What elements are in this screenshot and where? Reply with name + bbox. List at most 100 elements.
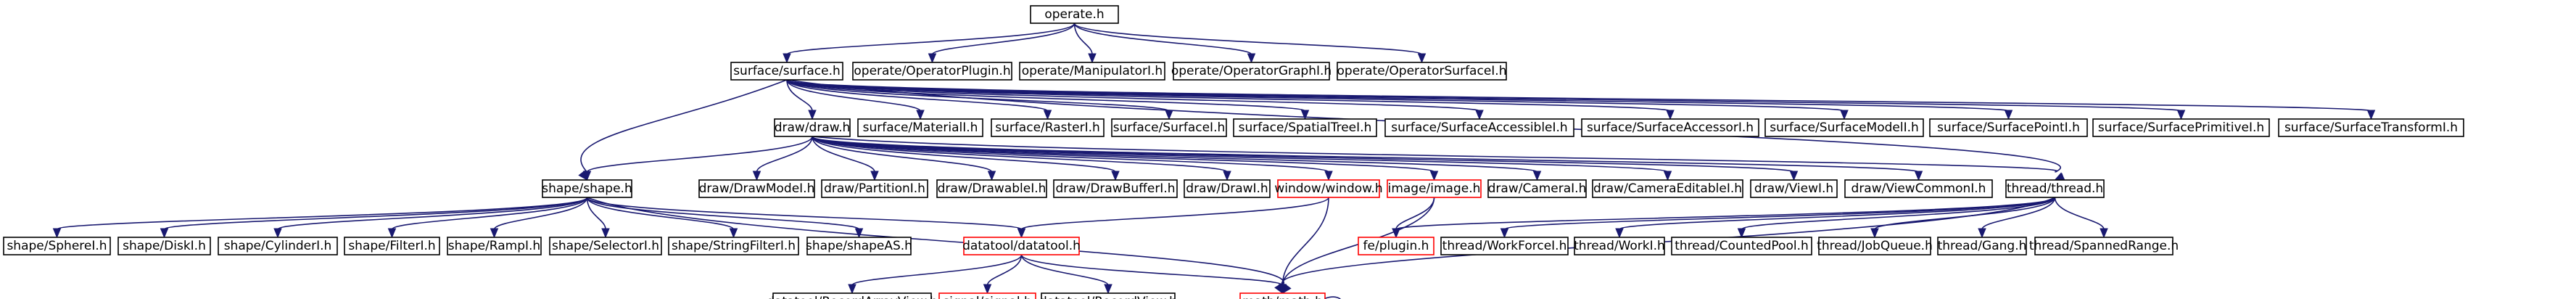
edge-line [1020, 254, 1109, 286]
edge-surface-to-ssmodel [786, 79, 1849, 120]
node-drav[interactable]: datatool/RecordArrayView.h [767, 292, 938, 299]
node-label: draw/DrawBufferI.h [1055, 181, 1175, 196]
node-box [1844, 179, 1993, 198]
edge-shape-to-selector [586, 197, 610, 239]
node-dvcommon[interactable]: draw/ViewCommonI.h [1844, 179, 1993, 198]
node-ssacc[interactable]: surface/SurfaceAccessibleI.h [1384, 118, 1574, 137]
edge-surface-to-sspat [786, 79, 1310, 120]
node-dpart[interactable]: draw/PartitionI.h [821, 179, 928, 198]
edge-arrowhead [1165, 110, 1173, 120]
edge-shape-to-shapeas [586, 197, 864, 239]
node-dview[interactable]: draw/ViewI.h [1750, 179, 1838, 198]
edges-layer [52, 22, 2376, 299]
node-operate[interactable]: operate.h [1030, 5, 1119, 24]
node-opplugin[interactable]: operate/OperatorPlugin.h [852, 62, 1012, 81]
node-shapeas[interactable]: shape/shapeAS.h [806, 237, 912, 255]
edge-operate-to-opplugin [928, 22, 1076, 64]
node-twork[interactable]: thread/WorkForceI.h [1440, 237, 1569, 255]
node-sspoint[interactable]: surface/SurfacePointI.h [1929, 118, 2088, 137]
node-ssprim[interactable]: surface/SurfacePrimitiveI.h [2092, 118, 2270, 137]
node-sphere[interactable]: shape/SphereI.h [3, 237, 111, 255]
node-strfilt[interactable]: shape/StringFilterI.h [668, 237, 799, 255]
node-ssaccs[interactable]: surface/SurfaceAccessorI.h [1581, 118, 1759, 137]
edge-shape-to-datatool [586, 197, 1026, 239]
edge-line [812, 136, 2058, 173]
edge-datatool-to-drav [848, 254, 1023, 295]
node-selector[interactable]: shape/SelectorI.h [549, 237, 662, 255]
edge-shape-to-sphere [52, 197, 588, 239]
node-opsurf[interactable]: operate/OperatorSurfaceI.h [1337, 62, 1507, 81]
edge-arrowhead [2176, 110, 2186, 120]
edge-line [812, 136, 1435, 173]
node-box [991, 118, 1105, 137]
node-box [1487, 179, 1587, 198]
edge-operate-to-surface [783, 22, 1076, 64]
node-signal[interactable]: signal/signal.h [938, 292, 1036, 299]
node-tgang[interactable]: thread/Gang.h [1937, 237, 2027, 255]
node-box [2034, 237, 2174, 255]
edge-draw-to-dcam [812, 136, 1542, 181]
node-drv[interactable]: datatool/RecordView.h [1039, 292, 1177, 299]
node-dbuf[interactable]: draw/DrawBufferI.h [1053, 179, 1178, 198]
node-tcount[interactable]: thread/CountedPool.h [1671, 237, 1812, 255]
node-box [542, 179, 632, 198]
edge-line [391, 197, 588, 230]
node-ssmodel[interactable]: surface/SurfaceModelI.h [1764, 118, 1924, 137]
node-label: math/math.h [1242, 295, 1323, 299]
edge-line [812, 136, 1228, 173]
node-tjob[interactable]: thread/JobQueue.h [1817, 237, 1933, 255]
node-ddrawi[interactable]: draw/DrawI.h [1184, 179, 1271, 198]
node-tworki[interactable]: thread/WorkI.h [1574, 237, 1665, 255]
node-sspat[interactable]: surface/SpatialTreeI.h [1233, 118, 1377, 137]
edge-arrowhead [387, 228, 397, 239]
node-label: draw/CameraI.h [1488, 181, 1587, 196]
edge-datatool-to-signal [983, 254, 1023, 295]
node-ramp[interactable]: shape/RampI.h [447, 237, 542, 255]
edge-line [586, 136, 813, 173]
edge-datatool-to-math [1020, 254, 1287, 295]
node-opgraph[interactable]: operate/OperatorGraphI.h [1171, 62, 1332, 81]
node-image[interactable]: image/image.h [1387, 179, 1482, 198]
node-dcamed[interactable]: draw/CameraEditableI.h [1592, 179, 1743, 198]
node-filter[interactable]: shape/FilterI.h [344, 237, 440, 255]
node-box [698, 179, 815, 198]
node-math[interactable]: math/math.h [1239, 292, 1326, 299]
node-box [1184, 179, 1271, 198]
edge-arrowhead [1392, 228, 1400, 239]
node-sstrans[interactable]: surface/SurfaceTransformI.h [2278, 118, 2464, 137]
edge-draw-to-dbuf [812, 136, 1120, 181]
edge-operate-to-manip [1073, 22, 1097, 64]
edge-thread-to-twork [1500, 197, 2056, 239]
node-sraster[interactable]: surface/RasterI.h [991, 118, 1105, 137]
node-box [1173, 62, 1330, 81]
node-disk[interactable]: shape/DiskI.h [117, 237, 211, 255]
node-manip[interactable]: operate/ManipulatorI.h [1019, 62, 1165, 81]
node-label: shape/SelectorI.h [552, 239, 659, 253]
node-label: draw/draw.h [775, 120, 851, 135]
edge-draw-to-image [812, 136, 1439, 181]
node-surface[interactable]: surface/surface.h [730, 62, 843, 81]
node-box [2278, 118, 2464, 137]
edge-thread-to-tcount [1737, 197, 2056, 239]
node-dcam[interactable]: draw/CameraI.h [1487, 179, 1587, 198]
node-ssurf[interactable]: surface/SurfaceI.h [1111, 118, 1227, 137]
node-ddrawable[interactable]: draw/DrawableI.h [936, 179, 1047, 198]
node-smat[interactable]: surface/MaterialI.h [857, 118, 983, 137]
edge-surface-to-smat [786, 79, 925, 120]
node-box [549, 237, 662, 255]
node-label: operate.h [1044, 7, 1104, 22]
node-plugin[interactable]: fe/plugin.h [1358, 237, 1434, 255]
node-tspan[interactable]: thread/SpannedRange.h [2029, 237, 2179, 255]
node-shape[interactable]: shape/shape.h [542, 179, 632, 198]
node-label: draw/ViewI.h [1754, 181, 1833, 196]
node-box [1937, 237, 2027, 255]
node-cyl[interactable]: shape/CylinderI.h [218, 237, 338, 255]
node-box [1111, 118, 1227, 137]
node-label: thread/thread.h [2007, 181, 2103, 196]
node-window[interactable]: window/window.h [1274, 179, 1383, 198]
node-datatool[interactable]: datatool/datatool.h [962, 237, 1081, 255]
edge-line [812, 136, 1329, 173]
node-dmode[interactable]: draw/DrawModeI.h [698, 179, 815, 198]
node-thread[interactable]: thread/thread.h [2005, 179, 2105, 198]
node-draw[interactable]: draw/draw.h [774, 118, 851, 137]
